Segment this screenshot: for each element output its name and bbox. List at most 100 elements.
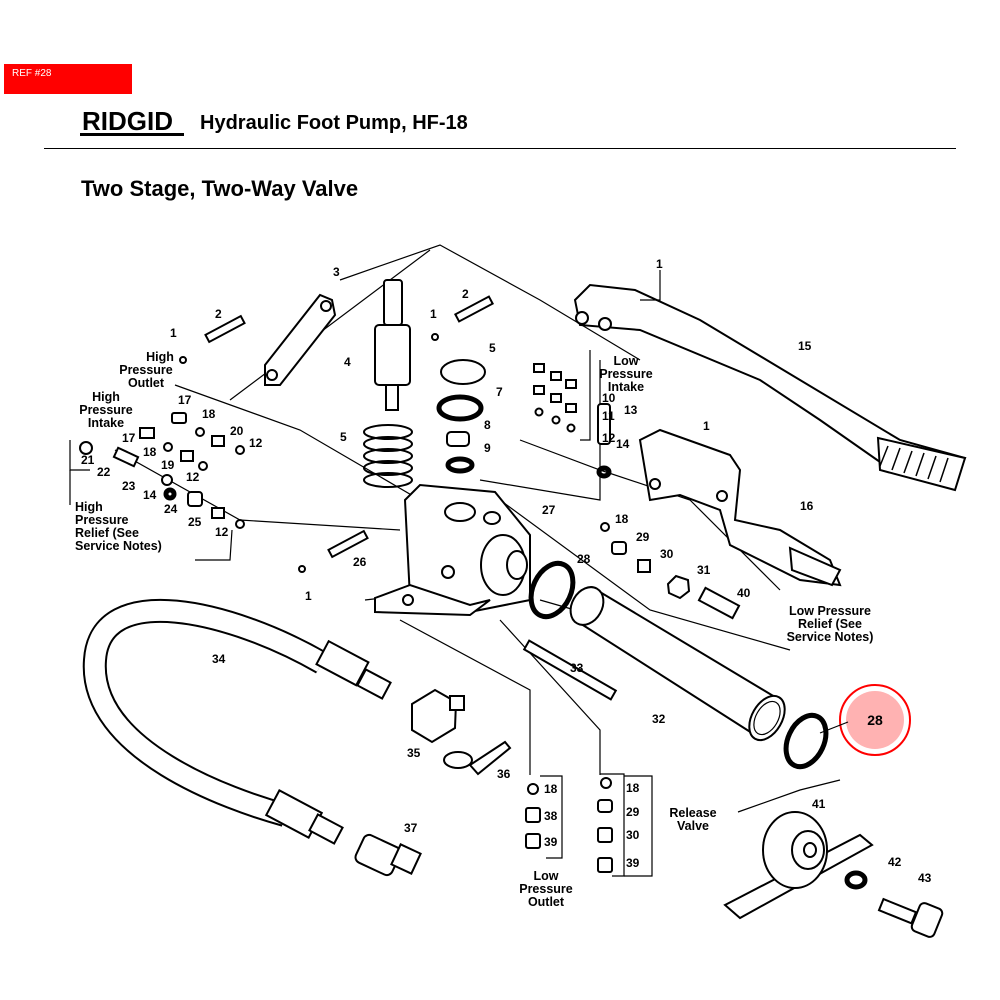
group-labels: High Pressure Outlet High Pressure Intak… <box>75 350 873 909</box>
part-number: 18 <box>202 407 216 421</box>
part-number: 16 <box>800 499 814 513</box>
part-number: 30 <box>626 828 640 842</box>
part-number: 18 <box>626 781 640 795</box>
part-number: 21 <box>81 453 95 467</box>
label-low-pressure-relief-1: Low Pressure <box>789 604 871 618</box>
part-number: 18 <box>143 445 157 459</box>
label-high-pressure-outlet-2: Pressure <box>119 363 173 377</box>
part-number: 41 <box>812 797 826 811</box>
part-number: 7 <box>496 385 503 399</box>
o-ring-28-right <box>783 712 829 770</box>
part-number: 30 <box>660 547 674 561</box>
part-number: 40 <box>737 586 751 600</box>
label-low-pressure-relief-3: Service Notes) <box>787 630 874 644</box>
spring <box>363 424 413 488</box>
pump-base <box>723 811 874 920</box>
label-high-pressure-relief-2: Pressure <box>75 513 129 527</box>
part-number: 14 <box>143 488 157 502</box>
relief-valve-parts <box>600 522 741 620</box>
knob-screw <box>877 897 944 938</box>
header-rule <box>44 148 956 149</box>
part-number: 1 <box>430 307 437 321</box>
part-number: 12 <box>186 470 200 484</box>
part-number: 1 <box>170 326 177 340</box>
label-high-pressure-outlet-1: High <box>146 350 174 364</box>
part-number: 33 <box>570 661 584 675</box>
part-number: 43 <box>918 871 932 885</box>
highlighted-part-number: 28 <box>867 712 883 728</box>
rod <box>522 639 618 701</box>
label-high-pressure-intake-3: Intake <box>88 416 124 430</box>
part-number: 36 <box>497 767 511 781</box>
label-low-pressure-intake-1: Low <box>614 354 639 368</box>
o-ring-28-left <box>528 560 576 620</box>
reservoir-cylinder <box>569 586 786 742</box>
label-release-valve-2: Valve <box>677 819 709 833</box>
part-number: 29 <box>636 530 650 544</box>
part-number: 38 <box>544 809 558 823</box>
part-number: 2 <box>462 287 469 301</box>
part-number: 2 <box>215 307 222 321</box>
logo-text: RIDGID <box>82 106 173 136</box>
intake-valve-parts <box>533 363 612 479</box>
part-number: 35 <box>407 746 421 760</box>
part-number: 17 <box>122 431 136 445</box>
label-low-pressure-intake-2: Pressure <box>599 367 653 381</box>
ref-badge: REF #28 <box>4 64 132 94</box>
seal-ring <box>440 359 486 385</box>
brackets <box>540 270 661 877</box>
coupler-half <box>354 833 422 877</box>
product-title: Hydraulic Foot Pump, HF-18 <box>200 112 468 134</box>
part-number: 31 <box>697 563 711 577</box>
coupler <box>411 688 465 744</box>
diagram-title: Two Stage, Two-Way Valve <box>81 176 359 201</box>
highlight-28 <box>839 684 911 756</box>
part-number: 18 <box>615 512 629 526</box>
part-number: 13 <box>624 403 638 417</box>
part-number: 25 <box>188 515 202 529</box>
label-low-pressure-outlet-3: Outlet <box>528 895 565 909</box>
label-low-pressure-intake-3: Intake <box>608 380 644 394</box>
part-number: 12 <box>602 431 616 445</box>
part-number: 22 <box>97 465 111 479</box>
part-number: 4 <box>344 355 351 369</box>
part-number: 27 <box>542 503 556 517</box>
label-high-pressure-outlet-3: Outlet <box>128 376 165 390</box>
part-number: 14 <box>616 437 630 451</box>
o-ring <box>436 394 484 422</box>
part-number: 12 <box>249 436 263 450</box>
part-number: 19 <box>161 458 175 472</box>
part-number: 24 <box>164 502 178 516</box>
label-low-pressure-outlet-1: Low <box>534 869 559 883</box>
ridgid-logo: RIDGID <box>80 106 186 136</box>
part-number: 11 <box>602 409 615 423</box>
label-release-valve-1: Release <box>669 806 716 820</box>
part-number: 9 <box>484 441 491 455</box>
hose <box>82 598 392 845</box>
label-high-pressure-relief-3: Relief (See <box>75 526 139 540</box>
piston <box>374 279 411 411</box>
part-number: 20 <box>230 424 244 438</box>
part-number: 3 <box>333 265 340 279</box>
part-number: 12 <box>215 525 229 539</box>
part-number: 15 <box>798 339 812 353</box>
part-number: 5 <box>340 430 347 444</box>
label-low-pressure-relief-2: Relief (See <box>798 617 862 631</box>
outlet-valve-parts <box>525 777 613 873</box>
part-number: 17 <box>178 393 192 407</box>
part-number: 29 <box>626 805 640 819</box>
label-high-pressure-relief-1: High <box>75 500 103 514</box>
part-number: 26 <box>353 555 367 569</box>
part-number: 37 <box>404 821 418 835</box>
part-number: 1 <box>703 419 710 433</box>
part-number: 39 <box>544 835 558 849</box>
pedal-arm <box>573 283 967 492</box>
part-number: 23 <box>122 479 136 493</box>
part-number-callouts: 3 2 1 4 1 2 5 7 8 9 5 1 15 10 11 12 13 1… <box>81 257 932 885</box>
part-number: 5 <box>489 341 496 355</box>
label-high-pressure-intake-2: Pressure <box>79 403 133 417</box>
part-number: 1 <box>305 589 312 603</box>
pump-body <box>374 483 531 617</box>
small-valve-parts <box>79 333 439 573</box>
